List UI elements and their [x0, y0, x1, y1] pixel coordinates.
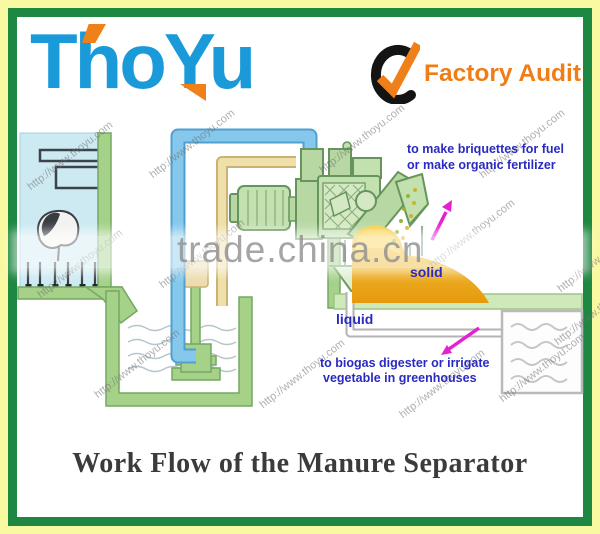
- barn-post: [97, 132, 112, 294]
- thoyu-logo: ThoYu: [30, 22, 290, 118]
- discharge-spout: [394, 172, 430, 229]
- separator-machine: [229, 141, 430, 248]
- machine-inlet: [300, 148, 324, 182]
- motor-fins: [247, 190, 284, 226]
- watermark-band: trade.china.cn: [17, 229, 583, 270]
- liquid-label: liquid: [336, 311, 374, 327]
- solid-note-line2: or make organic fertilizer: [407, 158, 556, 172]
- audit-check-icon: [370, 41, 420, 104]
- factory-audit-label: Factory Audit: [424, 60, 581, 87]
- thoyu-logo-text: ThoYu: [30, 17, 256, 105]
- liquid-note-line2: vegetable in greenhouses: [323, 371, 477, 385]
- solid-label: solid: [410, 264, 443, 280]
- liquid-note-line1: to biogas digester or irrigate: [320, 356, 490, 370]
- lagoon-pond: [500, 309, 584, 395]
- page-title: Work Flow of the Manure Separator: [72, 448, 528, 479]
- watermark-band-text: trade.china.cn: [177, 229, 424, 270]
- arrow-to-solid-note-icon: [430, 200, 452, 241]
- pond-waves: [510, 323, 568, 383]
- barn-window: [38, 148, 98, 190]
- arrow-to-liquid-note-icon: [441, 326, 481, 355]
- solid-note-line1: to make briquettes for fuel: [407, 142, 564, 156]
- liquid-pipe: [345, 292, 503, 338]
